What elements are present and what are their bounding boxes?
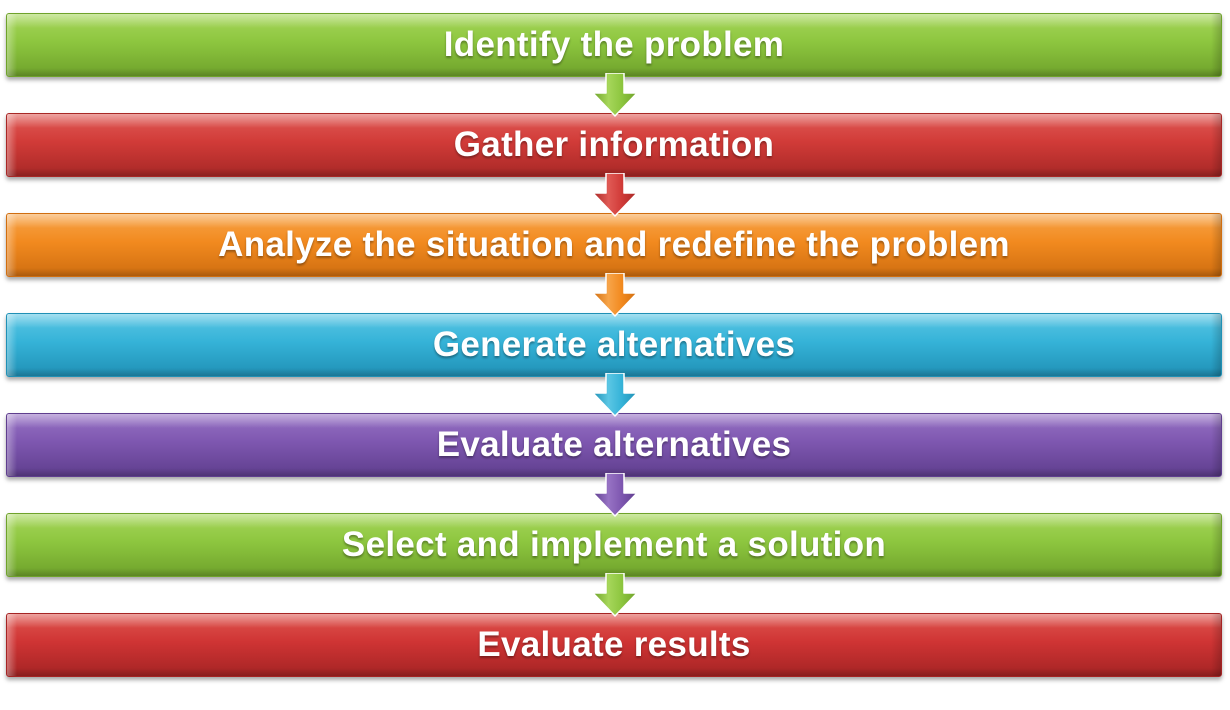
- down-arrow-shape: [592, 373, 638, 417]
- step-select-implement: Select and implement a solution: [6, 513, 1222, 577]
- down-arrow-shape: [592, 273, 638, 317]
- down-arrow-icon: [592, 373, 638, 417]
- step-label: Evaluate alternatives: [436, 425, 792, 464]
- down-arrow-icon: [592, 73, 638, 117]
- down-arrow-shape: [592, 73, 638, 117]
- down-arrow-icon: [592, 473, 638, 517]
- step-evaluate-results: Evaluate results: [6, 613, 1222, 677]
- step-analyze-situation: Analyze the situation and redefine the p…: [6, 213, 1222, 277]
- step-label: Gather information: [453, 125, 775, 164]
- step-label: Analyze the situation and redefine the p…: [218, 225, 1010, 264]
- down-arrow-icon: [592, 573, 638, 617]
- step-label: Generate alternatives: [432, 325, 796, 364]
- down-arrow-icon: [592, 273, 638, 317]
- step-label: Evaluate results: [477, 625, 751, 664]
- step-generate-alternatives: Generate alternatives: [6, 313, 1222, 377]
- step-label: Identify the problem: [443, 25, 785, 64]
- step-identify-problem: Identify the problem: [6, 13, 1222, 77]
- down-arrow-shape: [592, 473, 638, 517]
- step-label: Select and implement a solution: [341, 525, 887, 564]
- down-arrow-shape: [592, 173, 638, 217]
- step-gather-information: Gather information: [6, 113, 1222, 177]
- down-arrow-icon: [592, 173, 638, 217]
- step-evaluate-alternatives: Evaluate alternatives: [6, 413, 1222, 477]
- down-arrow-shape: [592, 573, 638, 617]
